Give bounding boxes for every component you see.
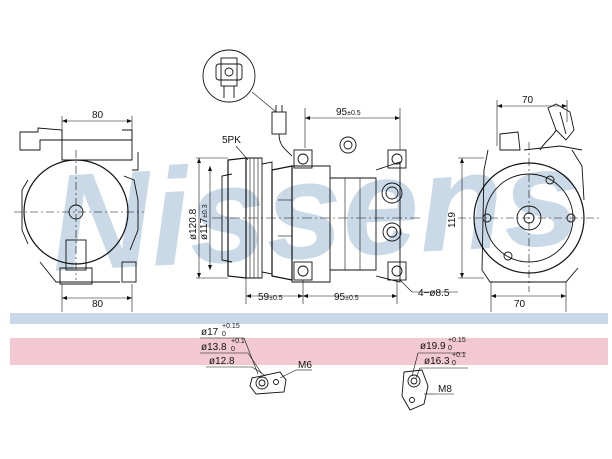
port-left-d1-tol-low: 0 [222,331,226,338]
port-right-d1-tol-up: +0.15 [448,337,466,344]
rear-dim-top: 70 [522,95,534,106]
port-left-d3: ø12.8 [209,356,235,367]
blue-band [10,313,608,324]
port-right-d1: ø19.9 [420,341,446,352]
connector-detail [202,49,277,113]
port-left-d2-tol-low: 0 [231,346,235,353]
port-left-detail: ø17 +0.15 0 ø13.8 +0.1 0 ø12.8 M6 [200,323,312,395]
rear-dim-height: 119 [447,212,458,228]
port-right-d2-tol-up: +0.1 [452,352,466,359]
side-dia-outer: ø120.8 [188,208,199,240]
port-left-d2: ø13.8 [201,342,227,353]
port-right-detail: ø19.9 +0.15 0 ø16.3 +0.1 0 M8 [401,337,468,411]
port-left-thread: M6 [298,360,312,371]
front-dim-top: 80 [92,110,104,121]
holes-callout: 4−ø8.5 [418,288,450,299]
rear-dim-bottom: 70 [514,299,526,310]
port-left-d2-tol-up: +0.1 [231,338,245,345]
front-dim-bottom: 80 [92,299,104,310]
pink-band [10,338,608,365]
port-left-d1-tol-up: +0.15 [222,323,240,330]
side-view: 95±0.5 5PK ø120.8 ø117±0.3 [188,105,458,304]
side-dim-mid: 95±0.5 [334,292,359,303]
port-right-d2-tol-low: 0 [452,360,456,367]
port-right-d2: ø16.3 [424,356,450,367]
belt-label: 5PK [222,135,241,146]
port-right-d1-tol-low: 0 [448,345,452,352]
port-right-thread: M8 [438,384,452,395]
side-dim-left: 59±0.5 [258,292,283,303]
rear-view: 70 119 70 [447,95,600,312]
side-dim-top: 95±0.5 [336,107,361,118]
front-view: 80 80 [14,110,144,312]
side-dia-inner: ø117±0.3 [199,204,210,240]
port-left-d1: ø17 [201,327,219,338]
